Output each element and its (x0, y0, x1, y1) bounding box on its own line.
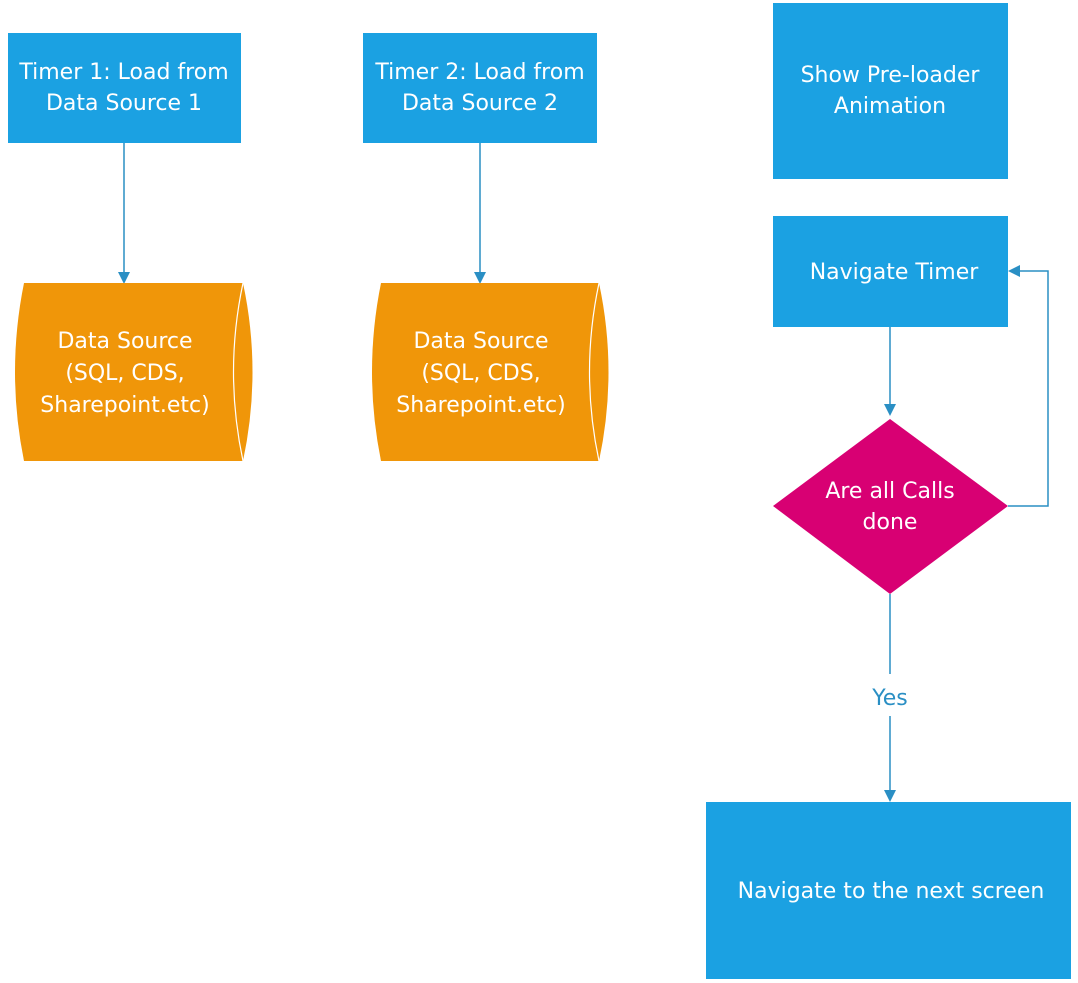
node-label-line: Show Pre-loader (801, 63, 981, 88)
decision-diamond (773, 419, 1008, 594)
node-label-line: Data Source 2 (402, 91, 558, 116)
datasource-curve (588, 282, 600, 462)
node-label-line: Data Source (57, 329, 192, 354)
process-show-preloader: Show Pre-loader Animation (773, 3, 1008, 179)
node-label-line: Timer 2: Load from (374, 60, 584, 85)
process-timer-1: Timer 1: Load from Data Source 1 (8, 33, 241, 143)
process-box (8, 33, 241, 143)
node-label-line: Are all Calls (825, 479, 954, 504)
node-label-line: Sharepoint.etc) (40, 393, 209, 418)
node-label-line: Navigate to the next screen (738, 879, 1045, 904)
process-navigate-next-screen: Navigate to the next screen (706, 802, 1071, 979)
node-label-line: Sharepoint.etc) (396, 393, 565, 418)
process-navigate-timer: Navigate Timer (773, 216, 1008, 327)
process-timer-2: Timer 2: Load from Data Source 2 (363, 33, 597, 143)
edge-label-yes: Yes (871, 686, 908, 711)
connectors (118, 143, 1049, 802)
datasource-2: Data Source (SQL, CDS, Sharepoint.etc) (372, 282, 609, 462)
datasource-shape (372, 283, 609, 461)
node-label-line: (SQL, CDS, (421, 361, 540, 386)
process-box (773, 3, 1008, 179)
node-label-line: Timer 1: Load from (18, 60, 228, 85)
datasource-curve (232, 282, 244, 462)
node-label-line: Data Source (413, 329, 548, 354)
process-box (363, 33, 597, 143)
node-label-line: Data Source 1 (46, 91, 202, 116)
process-box (706, 802, 1071, 979)
datasource-1: Data Source (SQL, CDS, Sharepoint.etc) (15, 282, 253, 462)
datasource-shape (15, 283, 253, 461)
decision-are-all-calls-done: Are all Calls done (773, 419, 1008, 594)
node-label-line: Navigate Timer (810, 260, 980, 285)
node-label-line: Animation (834, 94, 946, 119)
edge-decision-to-navigate-timer (1008, 265, 1049, 507)
node-label-line: done (863, 510, 918, 535)
process-box (773, 216, 1008, 327)
node-label-line: (SQL, CDS, (65, 361, 184, 386)
